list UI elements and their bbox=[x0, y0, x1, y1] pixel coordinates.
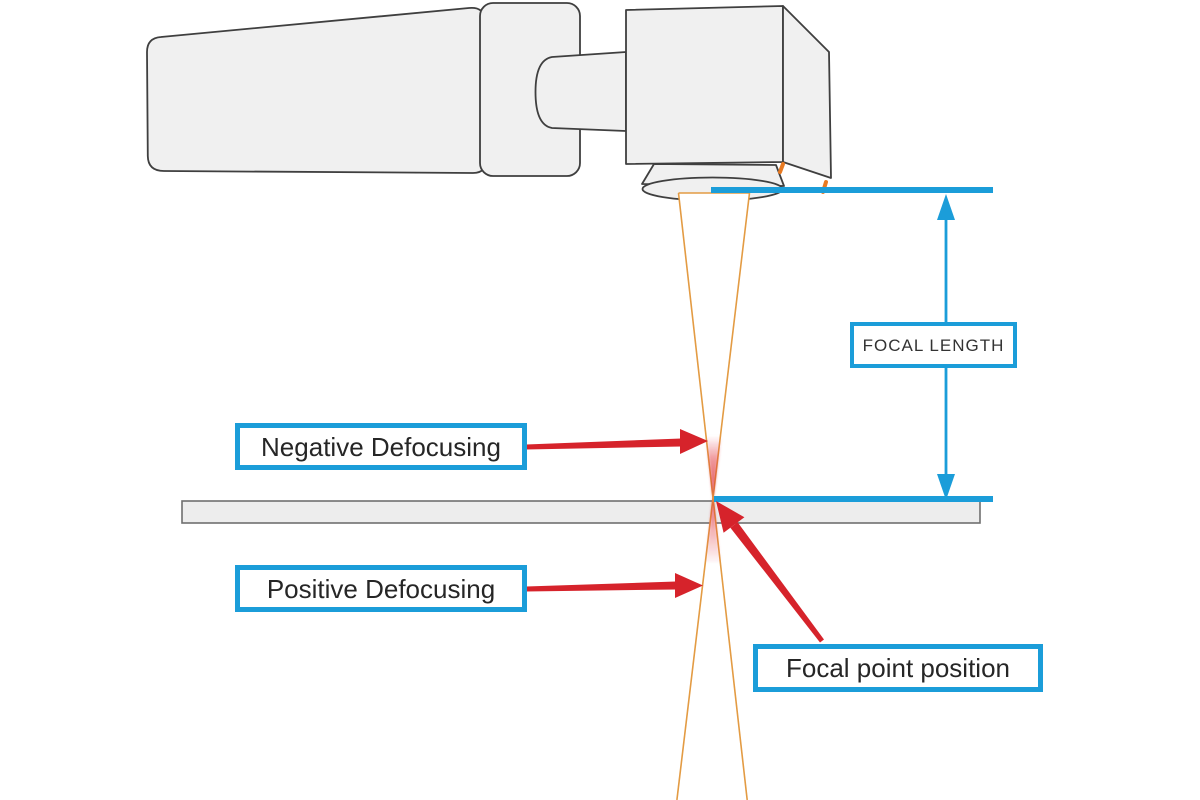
focal-point-arrow bbox=[716, 501, 824, 643]
lens-reference-line bbox=[711, 187, 993, 193]
focal-plane-line bbox=[714, 496, 993, 502]
scan-head-side bbox=[782, 5, 832, 179]
scan-head-front bbox=[625, 5, 784, 165]
focal-length-label: FOCAL LENGTH bbox=[850, 322, 1017, 368]
negative-defocusing-text: Negative Defocusing bbox=[261, 431, 501, 462]
beam-lower-fill bbox=[676, 498, 748, 800]
focal-length-text: FOCAL LENGTH bbox=[862, 335, 1005, 355]
beam-upper-fill bbox=[678, 193, 750, 498]
arrow-down-icon bbox=[937, 474, 955, 500]
focal-point-position-label: Focal point position bbox=[753, 644, 1043, 692]
negative-defocusing-arrow bbox=[526, 429, 708, 454]
positive-defocusing-label: Positive Defocusing bbox=[235, 565, 527, 612]
negative-defocusing-label: Negative Defocusing bbox=[235, 423, 527, 470]
workpiece-bar bbox=[181, 500, 981, 524]
positive-defocusing-arrow bbox=[526, 573, 703, 598]
arrow-up-icon bbox=[937, 194, 955, 220]
laser-body-main bbox=[146, 6, 488, 174]
focal-point-glow bbox=[705, 436, 722, 562]
positive-defocusing-text: Positive Defocusing bbox=[266, 573, 496, 604]
beam-tick-icon bbox=[778, 162, 785, 174]
laser-neck bbox=[534, 51, 627, 132]
focal-point-position-text: Focal point position bbox=[785, 653, 1011, 683]
